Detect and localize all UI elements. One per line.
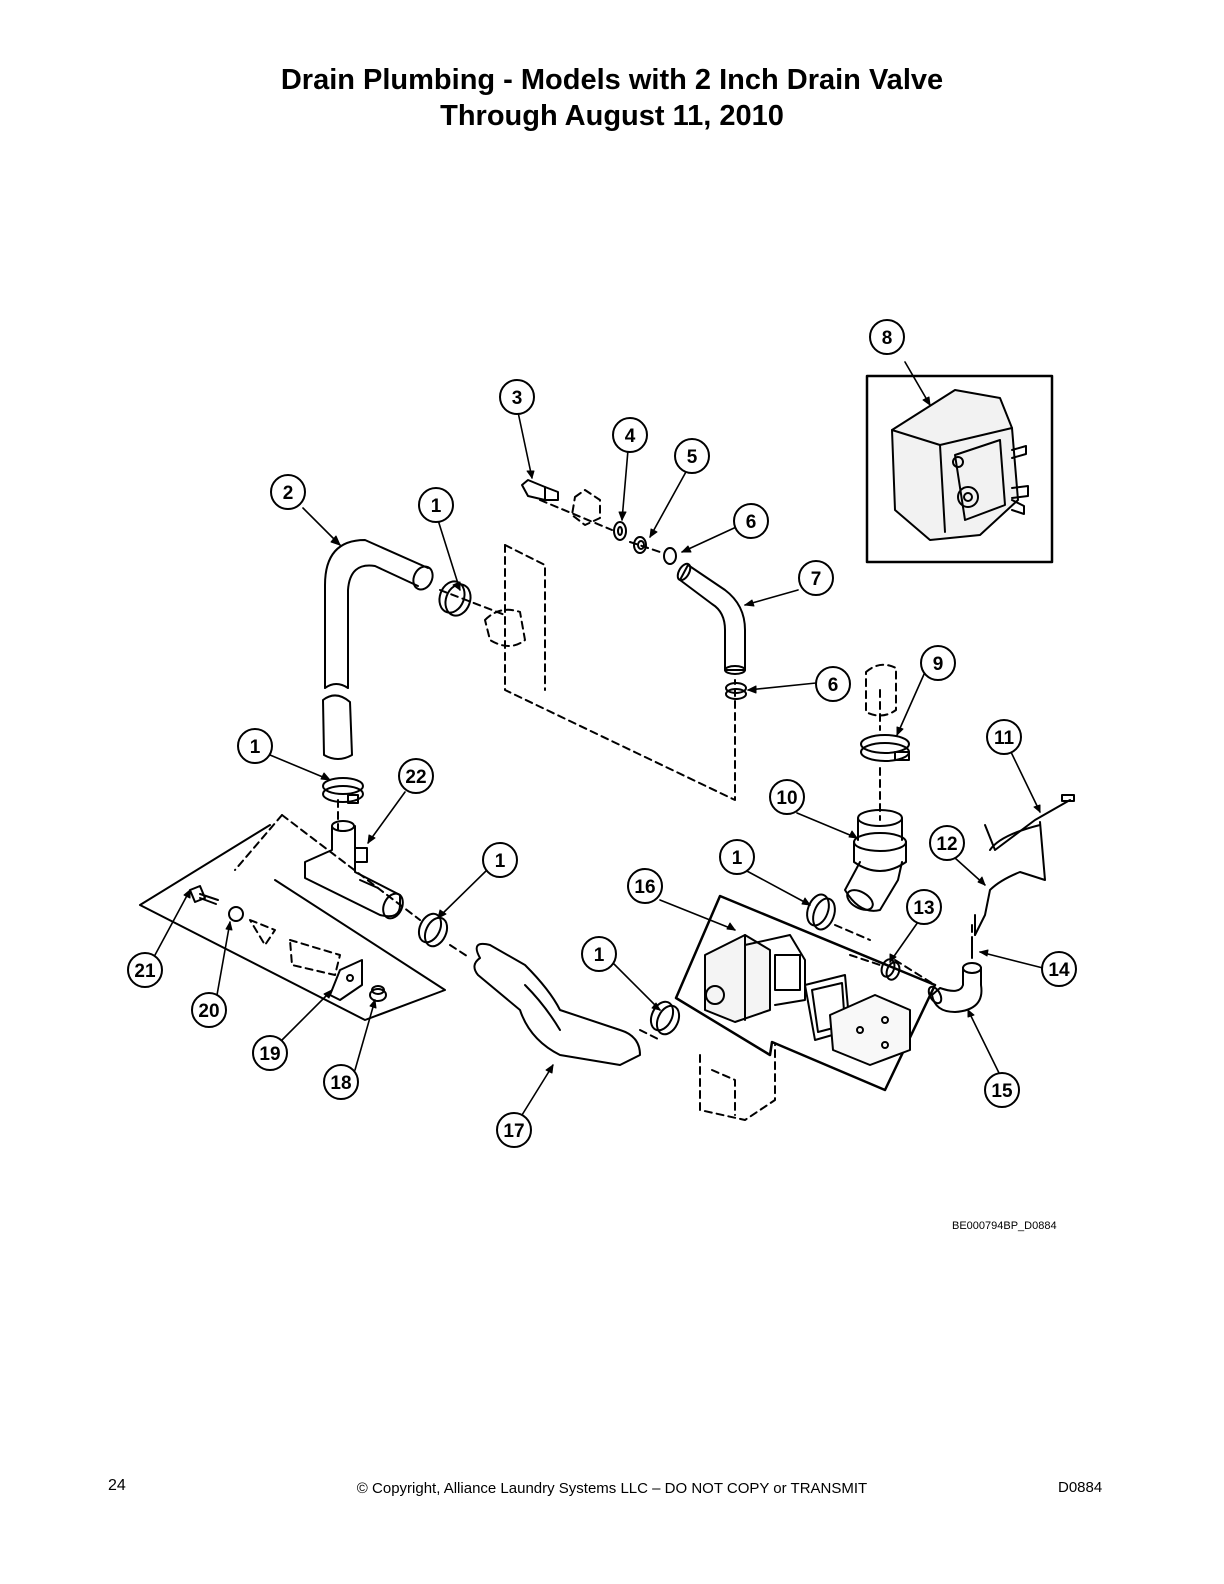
mounting-bracket [329,959,363,1001]
title-line-2: Through August 11, 2010 [440,100,784,132]
hose-clamp-valve [806,893,836,931]
callout-16: 16 [634,877,655,898]
drain-screw [521,479,559,501]
document-code: D0884 [1058,1479,1103,1496]
callout-14: 14 [1048,960,1070,981]
callout-8: 8 [882,328,893,349]
copyright-notice: © Copyright, Alliance Laundry Systems LL… [356,1480,868,1497]
upper-drain-hose [322,539,434,760]
callout-1: 1 [732,848,743,869]
callout-21: 21 [134,961,156,982]
drain-valve-assembly [674,894,937,1092]
arrowheads [183,396,1041,1074]
callout-5: 5 [687,447,698,468]
drain-valve-boot [844,809,907,912]
washer-4 [613,521,627,541]
clamp-6-upper [663,547,677,565]
callout-1: 1 [594,945,605,966]
callout-12: 12 [936,834,957,855]
callout-15: 15 [991,1081,1013,1102]
callout-4: 4 [625,426,636,447]
callout-17: 17 [503,1121,524,1142]
callout-3: 3 [512,388,523,409]
washer-5 [633,536,647,554]
lock-nut [369,985,387,1002]
callout-22: 22 [405,767,426,788]
hose-clamp-tee [417,912,449,948]
lower-drain-hose [473,942,641,1066]
elbow-hose [927,939,983,1013]
callout-9: 9 [933,654,944,675]
hose-clamp-9 [860,734,910,762]
page-title: Drain Plumbing - Models with 2 Inch Drai… [0,62,1224,134]
callout-1: 1 [431,496,442,517]
drain-tee-fitting [304,820,404,920]
hose-clamp-mid-left [322,777,364,804]
callout-7: 7 [811,569,822,590]
callout-1: 1 [495,851,506,872]
wire-harness [974,794,1075,936]
leader-lines [154,361,1044,1116]
callout-19: 19 [259,1044,280,1065]
hose-clamp-lower [649,1000,681,1036]
page-number: 24 [108,1477,126,1494]
mounting-bolt [189,885,219,905]
callout-11: 11 [994,728,1015,749]
callout-6: 6 [828,675,839,696]
callout-1: 1 [250,737,261,758]
callout-6: 6 [746,512,757,533]
clamp-6-lower [725,682,747,700]
title-line-1: Drain Plumbing - Models with 2 Inch Drai… [280,64,944,96]
callout-18: 18 [330,1073,351,1094]
callout-2: 2 [283,483,294,504]
drain-motor-inset [865,374,1054,564]
callout-20: 20 [198,1001,219,1022]
callout-10: 10 [776,788,797,809]
vent-hose [676,562,746,675]
drawing-id: BE000794BP_D0884 [952,1220,1057,1232]
mounting-plate-outline [139,824,446,1021]
flat-washer [228,906,244,922]
callout-13: 13 [913,898,934,919]
